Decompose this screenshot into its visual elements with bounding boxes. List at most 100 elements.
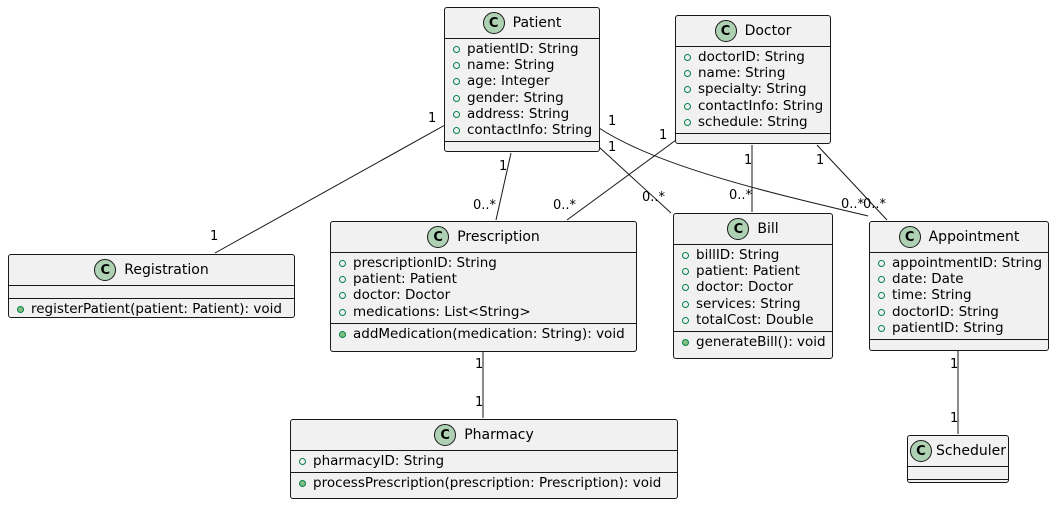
attribute: patient: Patient (674, 263, 832, 279)
assoc-patient-prescription (495, 152, 512, 221)
attributes-section: billID: String patient: Patient doctor: … (674, 244, 832, 331)
class-name: Scheduler (935, 443, 1007, 459)
assoc-patient-registration (214, 124, 446, 254)
multiplicity-label: 1 (816, 153, 825, 168)
attribute: gender: String (445, 90, 599, 106)
class-bill[interactable]: C Bill billID: String patient: Patient d… (673, 213, 833, 359)
class-doctor[interactable]: C Doctor doctorID: String name: String s… (675, 15, 831, 144)
public-attribute-icon (339, 260, 346, 267)
class-icon: C (727, 218, 750, 240)
public-attribute-icon (878, 308, 885, 316)
attribute: services: String (674, 296, 832, 312)
public-attribute-icon (453, 46, 460, 53)
attribute: patient: Patient (331, 271, 636, 287)
attribute: medications: List<String> (331, 304, 636, 320)
multiplicity-label: 1 (950, 357, 959, 372)
public-attribute-icon (682, 284, 689, 292)
multiplicity-label: 1 (475, 395, 484, 410)
multiplicity-label: 1 (608, 140, 617, 155)
operations-section: addMedication(medication: String): void (331, 322, 636, 345)
class-registration[interactable]: C Registration registerPatient(patient: … (8, 254, 295, 318)
attribute: doctor: Doctor (331, 287, 636, 303)
attribute: pharmacyID: String (291, 453, 677, 469)
attribute: specialty: String (676, 81, 830, 97)
attributes-section: pharmacyID: String (291, 450, 677, 472)
public-attribute-icon (878, 324, 885, 332)
public-attribute-icon (299, 458, 306, 465)
multiplicity-label: 0..* (553, 198, 577, 213)
class-scheduler[interactable]: C Scheduler (907, 435, 1009, 483)
attribute: time: String (870, 287, 1048, 303)
class-icon: C (909, 440, 932, 462)
class-appointment[interactable]: C Appointment appointmentID: String date… (869, 221, 1049, 351)
class-name: Bill (757, 221, 779, 237)
class-name: Patient (512, 15, 562, 31)
attribute: schedule: String (676, 114, 830, 130)
class-name: Appointment (928, 229, 1020, 245)
public-attribute-icon (453, 127, 460, 135)
public-attribute-icon (684, 118, 691, 126)
class-icon: C (898, 226, 921, 248)
public-attribute-icon (684, 102, 691, 110)
public-attribute-icon (453, 78, 460, 86)
class-icon: C (94, 259, 117, 281)
operation: addMedication(medication: String): void (331, 326, 636, 342)
multiplicity-label: 1 (210, 229, 219, 244)
public-operation-icon (339, 330, 346, 338)
attribute: name: String (676, 65, 830, 81)
attribute: doctorID: String (870, 304, 1048, 320)
public-attribute-icon (339, 292, 346, 300)
class-patient[interactable]: C Patient patientID: String name: String… (444, 7, 600, 152)
multiplicity-label: 1 (608, 114, 617, 129)
operation: generateBill(): void (674, 334, 832, 350)
attribute: totalCost: Double (674, 312, 832, 328)
public-attribute-icon (684, 86, 691, 94)
multiplicity-label: 0..* (863, 197, 887, 212)
attribute: age: Integer (445, 73, 599, 89)
attribute: name: String (445, 57, 599, 73)
operations-section (870, 339, 1048, 352)
attributes-section (9, 285, 294, 298)
public-attribute-icon (339, 308, 346, 316)
attribute: prescriptionID: String (331, 255, 636, 271)
attribute: address: String (445, 106, 599, 122)
public-operation-icon (17, 306, 24, 313)
public-attribute-icon (453, 62, 460, 70)
attribute: contactInfo: String (445, 122, 599, 138)
class-prescription[interactable]: C Prescription prescriptionID: String pa… (330, 221, 637, 352)
public-operation-icon (682, 339, 689, 347)
class-name: Prescription (457, 229, 540, 245)
class-pharmacy[interactable]: C Pharmacy pharmacyID: String processPre… (290, 419, 678, 499)
multiplicity-label: 0..* (841, 197, 865, 212)
public-attribute-icon (878, 276, 885, 284)
attribute: contactInfo: String (676, 98, 830, 114)
class-icon: C (714, 20, 737, 42)
class-name: Registration (124, 262, 209, 278)
public-attribute-icon (682, 252, 689, 259)
class-name: Doctor (744, 23, 792, 39)
public-attribute-icon (684, 70, 691, 78)
public-attribute-icon (878, 292, 885, 300)
operation: processPrescription(prescription: Prescr… (291, 475, 677, 491)
attributes-section: patientID: String name: String age: Inte… (445, 38, 599, 141)
assoc-doctor-prescription (566, 139, 677, 221)
public-attribute-icon (878, 260, 885, 267)
attributes-section: appointmentID: String date: Date time: S… (870, 252, 1048, 339)
attributes-section: prescriptionID: String patient: Patient … (331, 252, 636, 323)
multiplicity-label: 1 (744, 153, 753, 168)
public-attribute-icon (682, 300, 689, 308)
operations-section (445, 141, 599, 154)
public-attribute-icon (684, 54, 691, 61)
multiplicity-label: 1 (499, 159, 508, 174)
operations-section: processPrescription(prescription: Prescr… (291, 472, 677, 494)
operations-section (908, 479, 1008, 492)
public-attribute-icon (682, 316, 689, 324)
attribute: appointmentID: String (870, 255, 1048, 271)
operation: registerPatient(patient: Patient): void (9, 301, 294, 317)
multiplicity-label: 1 (950, 411, 959, 426)
public-operation-icon (299, 480, 306, 488)
assoc-patient-bill (598, 146, 672, 214)
assoc-patient-appointment (598, 127, 869, 217)
multiplicity-label: 0..* (729, 188, 753, 203)
